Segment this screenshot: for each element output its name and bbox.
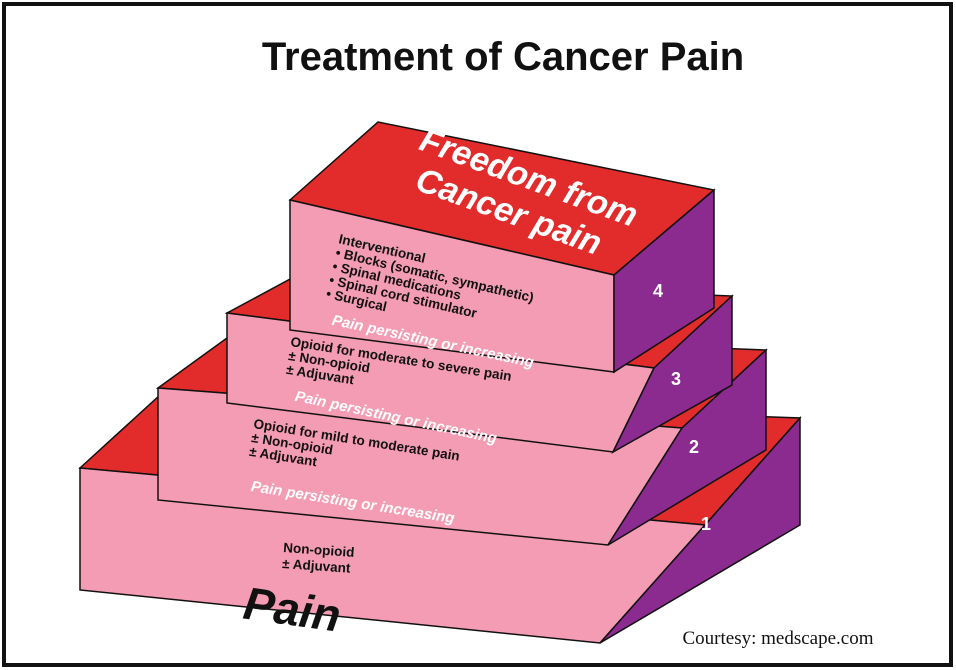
- step-4-number: 4: [653, 281, 663, 301]
- step-1-description: Non-opioid ± Adjuvant: [282, 540, 355, 576]
- credit-text: Courtesy: medscape.com: [682, 628, 873, 649]
- step-1-number: 1: [701, 514, 711, 534]
- step-3-number: 3: [671, 369, 681, 389]
- diagram-title: Treatment of Cancer Pain: [262, 35, 744, 79]
- step-2-number: 2: [689, 437, 699, 457]
